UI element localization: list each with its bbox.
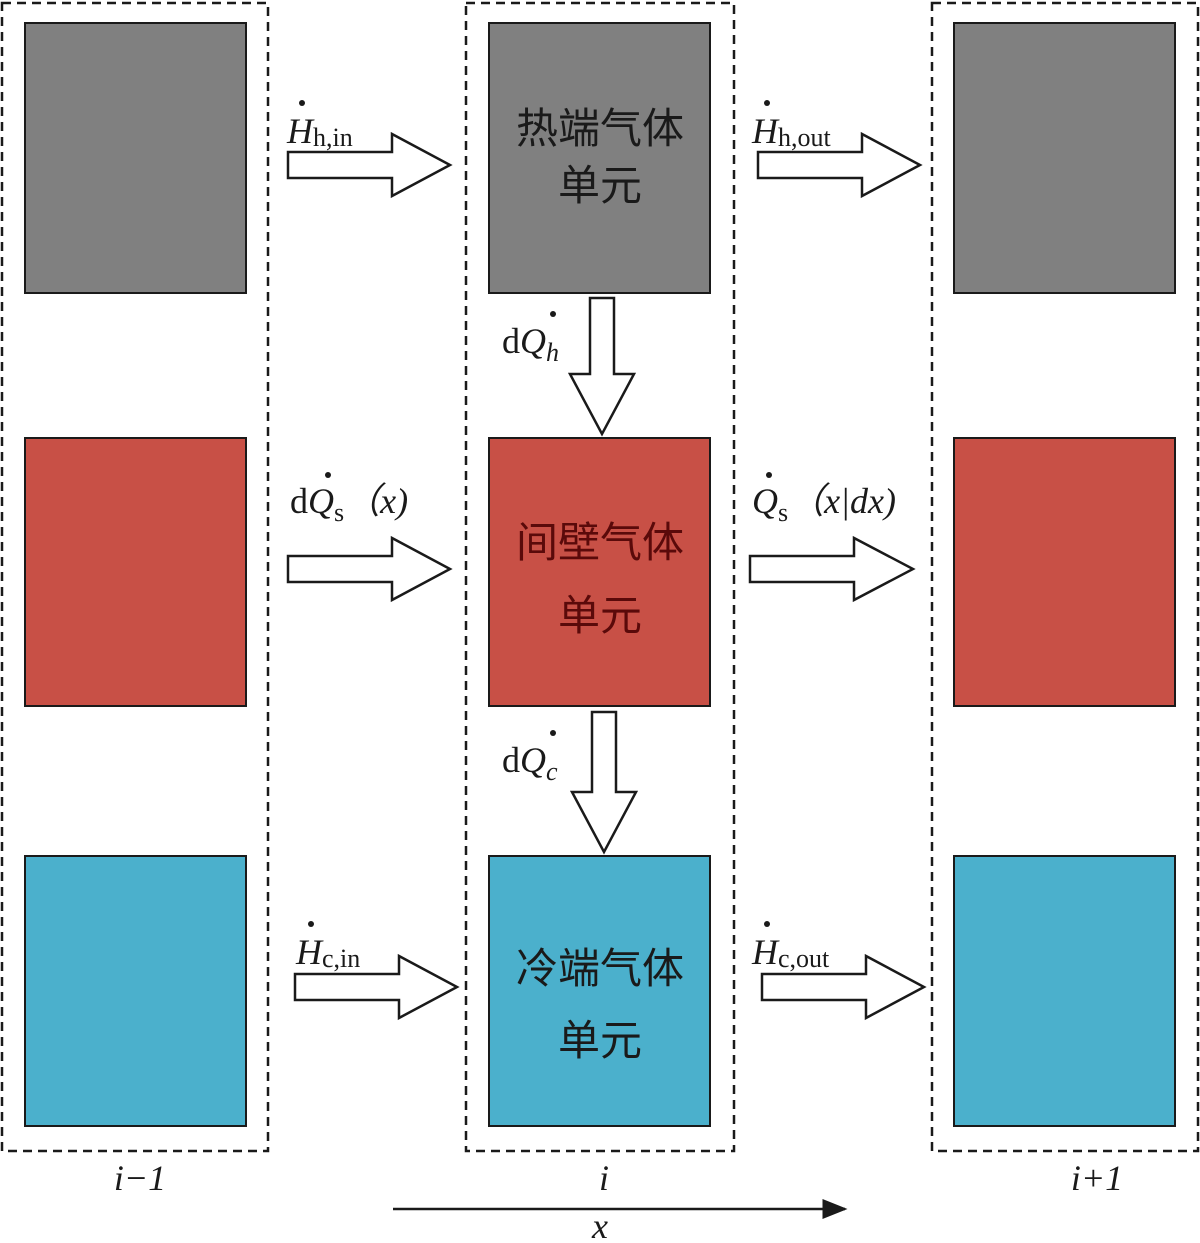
arrow-c-out xyxy=(760,953,927,1021)
arrow-h-out xyxy=(756,131,923,199)
arrow-h-in xyxy=(286,131,453,199)
cold-unit-center xyxy=(488,855,711,1127)
column-frame-center xyxy=(464,1,736,1153)
hot-unit-center xyxy=(488,22,711,294)
symbol: H xyxy=(751,111,780,151)
dot-mark xyxy=(764,921,770,927)
wall-unit-right xyxy=(953,437,1176,707)
arrow-s-in xyxy=(286,535,453,603)
prefix: d xyxy=(502,740,520,780)
cold-unit-left xyxy=(24,855,247,1127)
svg-text:dQc: dQc xyxy=(502,740,558,786)
prefix: d xyxy=(290,481,308,521)
label-c-in: Hc,in xyxy=(295,921,360,973)
symbol: H xyxy=(751,932,780,972)
symbol: Q xyxy=(520,321,546,361)
svg-text:Hc,in: Hc,in xyxy=(295,932,360,973)
hot-unit-left xyxy=(24,22,247,294)
arrow-c-in xyxy=(293,953,460,1021)
cold-unit-label-line1: 冷端气体 xyxy=(516,944,684,993)
subscript: h,in xyxy=(313,123,353,152)
column-label-center: i xyxy=(599,1158,609,1198)
svg-text:dQs（x): dQs（x) xyxy=(290,481,408,527)
label-qh: dQh xyxy=(502,311,559,367)
svg-text:Hh,out: Hh,out xyxy=(751,111,832,152)
label-h-in: Hh,in xyxy=(286,100,353,152)
symbol: Q xyxy=(520,740,546,780)
subscript: c,out xyxy=(778,944,830,973)
wall-unit-label-line2: 单元 xyxy=(558,591,642,640)
svg-text:dQh: dQh xyxy=(502,321,559,367)
dot-mark xyxy=(764,100,770,106)
subscript: c,in xyxy=(322,944,360,973)
dot-mark xyxy=(299,100,305,106)
subscript: h xyxy=(546,338,559,367)
argument: （x|dx) xyxy=(788,481,896,521)
symbol: Q xyxy=(752,481,778,521)
arrow-qh xyxy=(567,296,637,437)
hot-unit-label-line1: 热端气体 xyxy=(516,104,684,153)
wall-unit-label-line1: 间壁气体 xyxy=(516,518,684,567)
subscript: c xyxy=(546,757,558,786)
wall-unit-left xyxy=(24,437,247,707)
label-s-in: dQs（x) xyxy=(290,472,408,527)
dot-mark xyxy=(550,730,556,736)
dot-mark xyxy=(766,472,772,478)
argument: （x) xyxy=(344,481,408,521)
wall-unit-center xyxy=(488,437,711,707)
label-c-out: Hc,out xyxy=(751,921,830,973)
subscript: h,out xyxy=(778,123,832,152)
column-label-right: i+1 xyxy=(1071,1158,1123,1198)
symbol: Q xyxy=(308,481,334,521)
column-frame-right xyxy=(930,1,1200,1153)
x-axis-label: x xyxy=(591,1206,608,1243)
cold-unit-right xyxy=(953,855,1176,1127)
dot-mark xyxy=(550,311,556,317)
arrow-s-out xyxy=(748,535,916,603)
subscript: s xyxy=(334,498,344,527)
hot-unit-label-line2: 单元 xyxy=(558,161,642,210)
label-s-out: Qs（x|dx) xyxy=(752,472,896,527)
symbol: H xyxy=(286,111,315,151)
dot-mark xyxy=(308,921,314,927)
dot-mark xyxy=(325,472,331,478)
label-qc: dQc xyxy=(502,730,558,786)
svg-text:Qs（x|dx): Qs（x|dx) xyxy=(752,481,896,527)
column-frame-left xyxy=(0,1,270,1153)
symbol: H xyxy=(295,932,324,972)
cold-unit-label-line2: 单元 xyxy=(558,1016,642,1065)
label-h-out: Hh,out xyxy=(751,100,832,152)
svg-text:Hc,out: Hc,out xyxy=(751,932,830,973)
svg-text:Hh,in: Hh,in xyxy=(286,111,353,152)
hot-unit-right xyxy=(953,22,1176,294)
subscript: s xyxy=(778,498,788,527)
arrow-qc xyxy=(569,710,639,855)
column-label-left: i−1 xyxy=(114,1158,166,1198)
prefix: d xyxy=(502,321,520,361)
